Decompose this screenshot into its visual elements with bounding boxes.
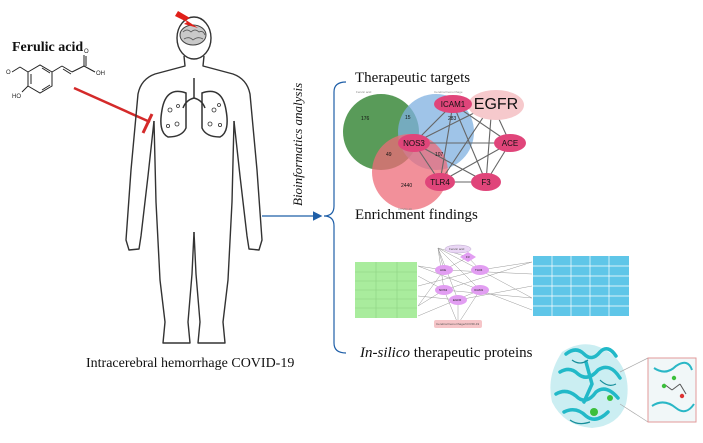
bioinformatics-label: Bioinformatics analysis: [290, 82, 305, 206]
enrichment-title: Enrichment findings: [355, 207, 478, 223]
protein-structure-icon: [550, 344, 697, 428]
hub-node-tlr4: TLR4: [475, 268, 483, 272]
enrichment-network: [355, 244, 629, 328]
venn-ac: 49: [386, 152, 392, 158]
therapeutic-targets-title: Therapeutic targets: [355, 70, 471, 86]
svg-text:OH: OH: [96, 71, 105, 77]
svg-text:HO: HO: [12, 94, 21, 100]
ppi-node-icam1: ICAM1: [434, 95, 472, 113]
analysis-bracket: [262, 81, 347, 354]
lightning-icon: [175, 11, 198, 28]
ferulic-acid-structure-icon: [11, 55, 96, 94]
enrichment-top-label: Ferulic acid: [449, 247, 465, 251]
insilico-italic: In-silico: [360, 345, 410, 361]
human-body-outline-icon: [125, 16, 263, 344]
go-term-grid: [355, 262, 417, 318]
hub-node-icam1: ICAM1: [474, 288, 484, 292]
hub-node-nos3: NOS3: [439, 288, 448, 292]
insilico-rest: therapeutic proteins: [410, 345, 533, 361]
venn-set-a-label: Ferulic acid: [356, 90, 372, 94]
venn-only-c: 2440: [401, 183, 413, 189]
disease-label: Intracerebral hemorrhage COVID-19: [86, 356, 295, 371]
lungs-icon: [160, 78, 228, 138]
venn-only-a: 176: [361, 116, 370, 122]
brain-icon: [179, 24, 207, 46]
venn-set-c-label: COVID-19: [398, 207, 412, 211]
venn-set-c: [372, 134, 448, 210]
venn-bc: 107: [435, 152, 444, 158]
insilico-title: In-silico therapeutic proteins: [360, 345, 532, 362]
ppi-node-nos3: NOS3: [398, 134, 430, 152]
hub-node-ace: ACE: [440, 268, 447, 272]
ppi-node-ace: ACE: [494, 134, 526, 152]
inhibition-arrow-icon: [73, 86, 154, 134]
ppi-node-f3: F3: [471, 173, 501, 191]
svg-text:O: O: [6, 70, 11, 76]
venn-set-b-label: Cerebral hemorrhage: [434, 90, 463, 94]
hub-node-egfr: EGFR: [453, 298, 462, 302]
ppi-node-tlr4: TLR4: [425, 173, 455, 191]
venn-ab: 15: [405, 115, 411, 121]
enrichment-bottom-label: Cerebral hemorrhage/COVID-19: [436, 322, 480, 326]
hub-node-f3: F3: [466, 255, 470, 259]
venn-only-b: 283: [448, 116, 457, 122]
compound-name: Ferulic acid: [12, 40, 84, 55]
ppi-node-egfr: EGFR: [468, 90, 524, 120]
kegg-pathway-grid: [533, 256, 629, 316]
svg-text:O: O: [84, 49, 89, 55]
